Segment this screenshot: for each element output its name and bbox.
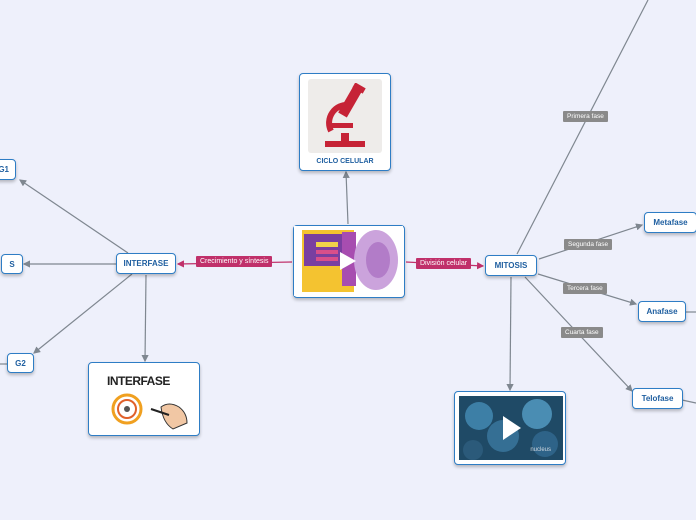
crecimiento-link-label[interactable]: Crecimiento y síntesis (196, 256, 273, 267)
interfase-image-title: INTERFASE (107, 374, 170, 388)
telofase-label: Telofase (641, 394, 674, 403)
cell-cycle-video-node[interactable] (293, 225, 405, 298)
mitosis-node[interactable]: MITOSIS (485, 255, 537, 276)
microscope-image (308, 79, 382, 153)
anafase-label: Anafase (646, 307, 678, 316)
segunda-fase-label[interactable]: Segunda fase (564, 239, 613, 250)
mitosis-video-node[interactable]: nucleus (454, 391, 566, 465)
microscope-icon (325, 83, 366, 147)
interfase-node[interactable]: INTERFASE (116, 253, 176, 274)
g2-node[interactable]: G2 (7, 353, 34, 373)
mitosis-video-thumbnail (459, 396, 563, 460)
interfase-drawing (111, 393, 188, 430)
cuarta-fase-label[interactable]: Cuarta fase (561, 327, 603, 338)
g1-label: G1 (0, 165, 9, 174)
division-link-label[interactable]: División celular (416, 258, 472, 269)
play-icon (503, 416, 521, 440)
tercera-fase-label[interactable]: Tercera fase (563, 283, 607, 294)
telofase-node[interactable]: Telofase (632, 388, 683, 409)
g1-node[interactable]: G1 (0, 159, 16, 180)
cell-cycle-thumbnail (294, 226, 403, 296)
mitosis-label: MITOSIS (494, 261, 528, 270)
s-label: S (9, 259, 15, 269)
interfase-label: INTERFASE (123, 259, 169, 268)
ciclo-celular-label: CICLO CELULAR (316, 158, 374, 165)
video-watermark: nucleus (530, 447, 551, 453)
play-icon (340, 252, 356, 270)
anafase-node[interactable]: Anafase (638, 301, 686, 322)
metafase-label: Metafase (653, 218, 688, 227)
metafase-node[interactable]: Metafase (644, 212, 696, 233)
ciclo-celular-node[interactable]: CICLO CELULAR (299, 73, 391, 171)
g2-label: G2 (15, 358, 26, 368)
primera-fase-label[interactable]: Primera fase (563, 111, 608, 122)
interfase-image-node[interactable]: INTERFASE (88, 362, 200, 436)
s-node[interactable]: S (1, 254, 23, 274)
